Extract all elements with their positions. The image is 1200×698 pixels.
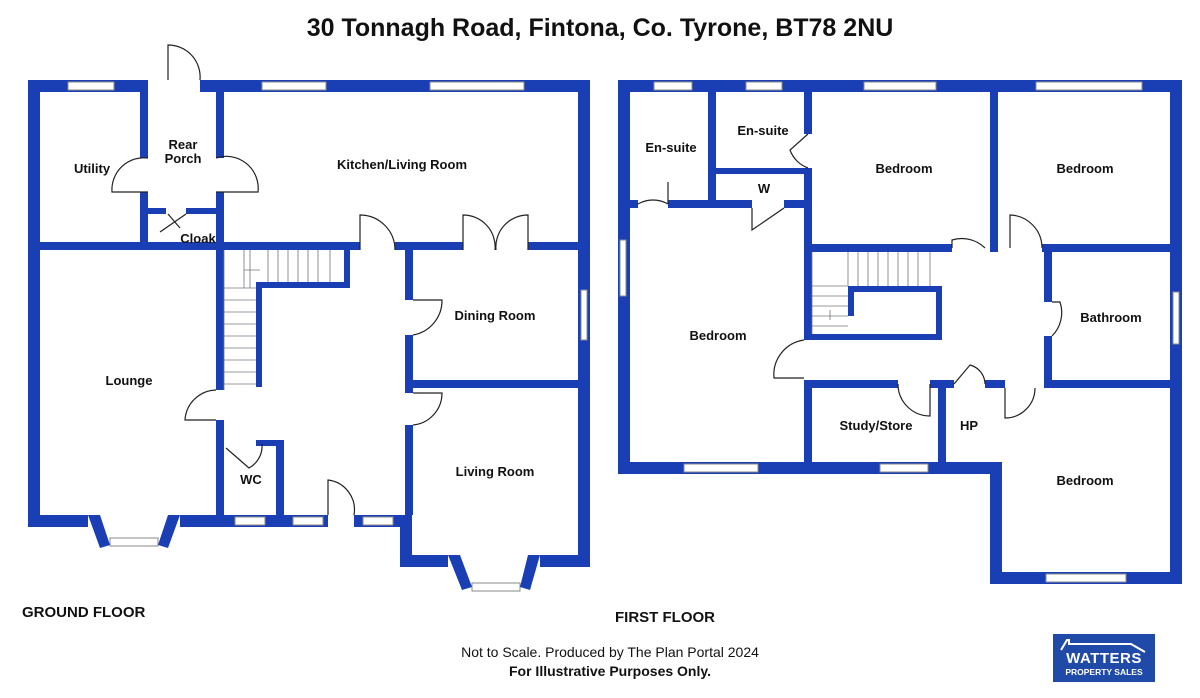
room-wardrobe: W <box>758 181 771 196</box>
room-hp: HP <box>960 418 978 433</box>
room-living: Living Room <box>456 464 535 479</box>
ground-floor-label: GROUND FLOOR <box>22 604 146 621</box>
ground-floor-windows <box>67 81 588 592</box>
room-bedroom-2: Bedroom <box>1056 161 1113 176</box>
logo-sub: PROPERTY SALES <box>1065 667 1143 677</box>
room-lounge: Lounge <box>106 373 153 388</box>
room-ensuite-1: En-suite <box>645 140 696 155</box>
room-study-store: Study/Store <box>840 418 913 433</box>
room-dining: Dining Room <box>455 308 536 323</box>
room-bedroom-4: Bedroom <box>1056 473 1113 488</box>
room-utility: Utility <box>74 161 111 176</box>
first-floor-label: FIRST FLOOR <box>615 609 715 626</box>
page-title: 30 Tonnagh Road, Fintona, Co. Tyrone, BT… <box>306 14 894 42</box>
room-cloak: Cloak <box>180 231 216 246</box>
footer-disclaimer: For Illustrative Purposes Only. <box>508 663 711 679</box>
ground-floor-walls <box>28 80 590 567</box>
room-kitchen-living: Kitchen/Living Room <box>337 157 467 172</box>
room-bedroom-1: Bedroom <box>875 161 932 176</box>
first-floor-doors <box>637 133 1063 419</box>
first-floor-stairs <box>811 252 931 334</box>
room-bedroom-3: Bedroom <box>689 328 746 343</box>
room-wc: WC <box>240 472 262 487</box>
ground-floor-doors <box>111 44 529 516</box>
first-floor-windows <box>619 81 1180 583</box>
room-labels: Utility Rear Porch Kitchen/Living Room C… <box>74 123 1142 488</box>
roof-icon <box>1060 639 1146 653</box>
footer-note: Not to Scale. Produced by The Plan Porta… <box>461 644 759 660</box>
room-rear-porch-line2: Porch <box>165 151 202 166</box>
logo-name: WATTERS <box>1066 650 1142 667</box>
watters-logo: WATTERS PROPERTY SALES <box>1053 634 1155 682</box>
room-rear-porch-line1: Rear <box>169 137 198 152</box>
ground-floor-stairs <box>223 250 331 390</box>
room-bathroom: Bathroom <box>1080 310 1141 325</box>
room-ensuite-2: En-suite <box>737 123 788 138</box>
